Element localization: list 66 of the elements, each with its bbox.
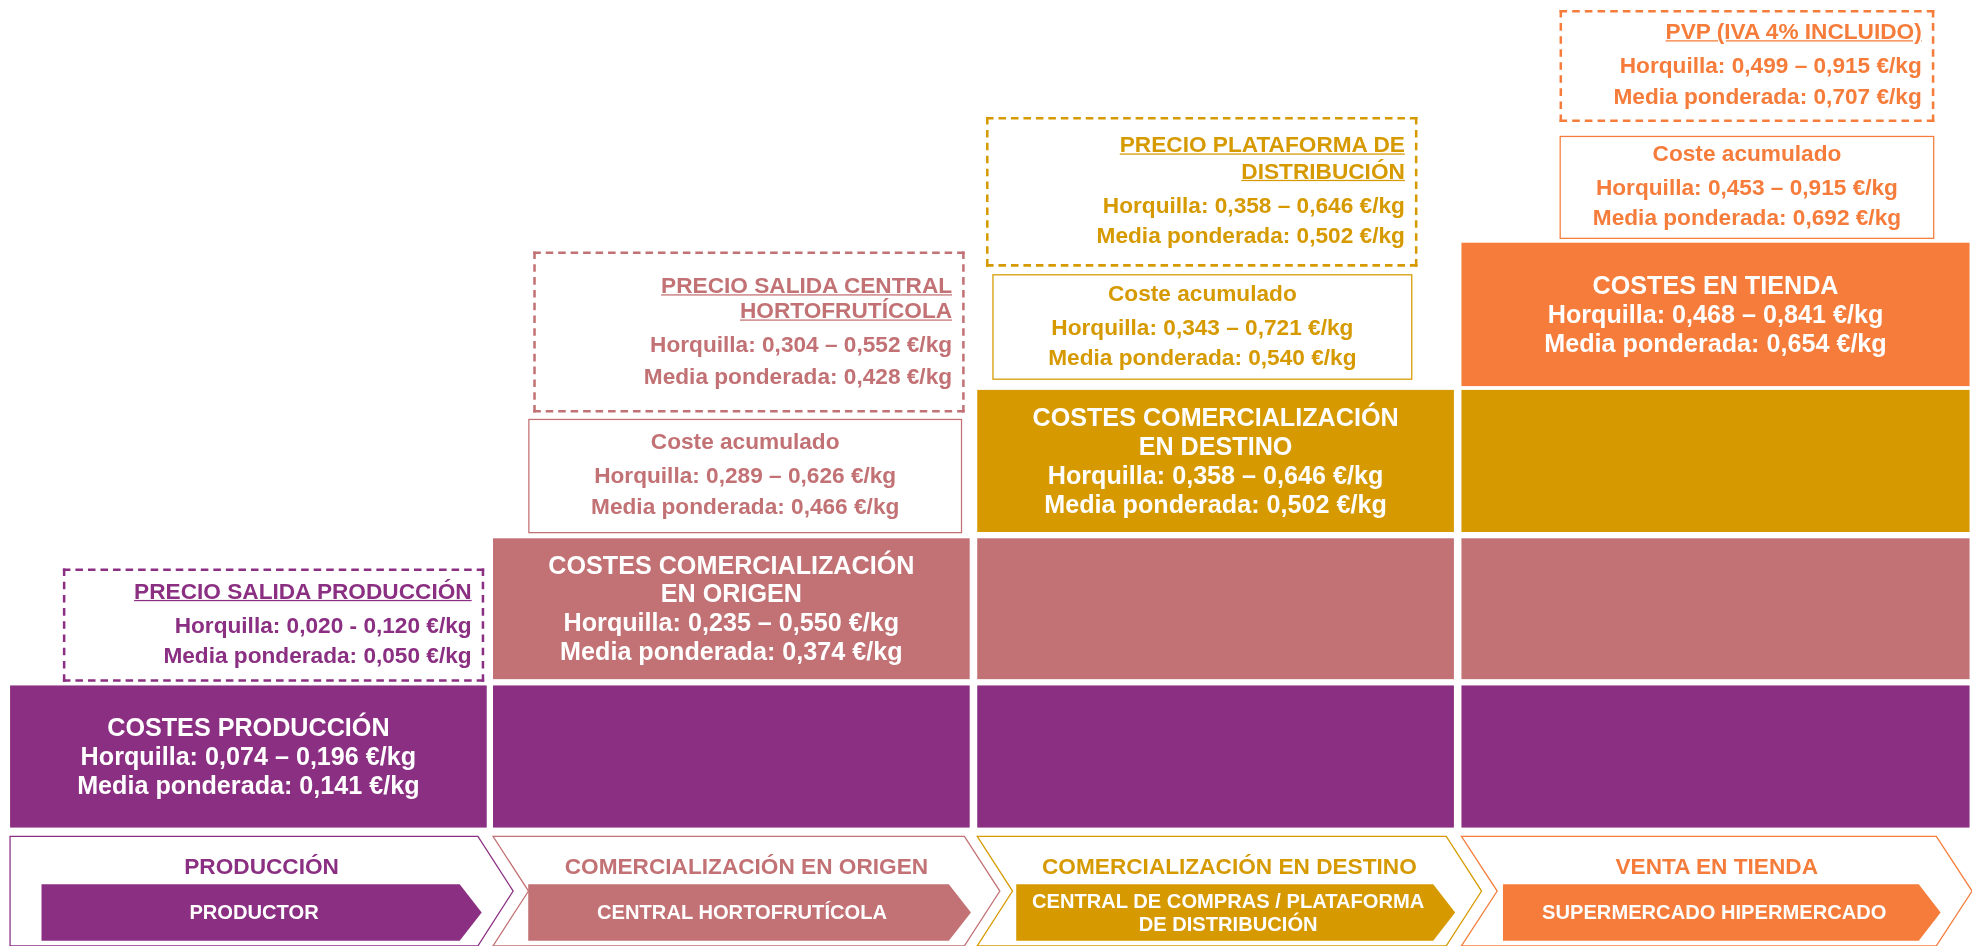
price-box [1559, 10, 1935, 122]
weighted-average: Media ponderada: 0,502 €/kg [1095, 222, 1405, 249]
accumulated-cost-box [528, 418, 963, 534]
cost-block [1461, 685, 1970, 828]
price-range: Horquilla: 0,020 - 0,120 €/kg [173, 612, 472, 639]
cost-block [977, 538, 1454, 680]
actor-banner [528, 884, 971, 941]
stage-title: COMERCIALIZACIÓN EN ORIGEN [563, 854, 930, 880]
box-heading: Coste acumulado [649, 429, 841, 456]
cost-block [493, 685, 970, 828]
box-heading: COSTES EN TIENDA [1591, 271, 1840, 300]
box-heading: Coste acumulado [1107, 280, 1298, 307]
weighted-average: Media ponderada: 0,374 €/kg [559, 637, 904, 667]
price-range: Horquilla: 0,453 – 0,915 €/kg [1594, 174, 1899, 201]
stage-title: COMERCIALIZACIÓN EN DESTINO [1041, 854, 1418, 880]
weighted-average: Media ponderada: 0,654 €/kg [1543, 328, 1888, 358]
stage-actor: SUPERMERCADO HIPERMERCADO [1541, 901, 1888, 924]
stage-actor: PRODUCTOR [188, 901, 320, 924]
box-heading: COSTES PRODUCCIÓN [106, 713, 391, 743]
stage-panel [10, 836, 514, 946]
weighted-average: Media ponderada: 0,707 €/kg [1612, 84, 1922, 111]
stage-title: PRODUCCIÓN [183, 854, 340, 880]
actor-banner [1016, 884, 1456, 941]
stage-title: VENTA EN TIENDA [1614, 854, 1819, 880]
price-box [533, 251, 965, 413]
weighted-average: Media ponderada: 0,050 €/kg [162, 643, 472, 670]
price-range: Horquilla: 0,235 – 0,550 €/kg [562, 608, 901, 638]
weighted-average: Media ponderada: 0,692 €/kg [1591, 205, 1903, 232]
price-range: Horquilla: 0,074 – 0,196 €/kg [79, 742, 418, 771]
weighted-average: Media ponderada: 0,141 €/kg [76, 770, 421, 800]
accumulated-cost-box [1559, 135, 1935, 239]
price-range: Horquilla: 0,289 – 0,626 €/kg [593, 463, 898, 490]
box-heading: PRECIO PLATAFORMA DE DISTRIBUCIÓN [1118, 132, 1405, 185]
stage-panel [977, 836, 1482, 946]
price-range: Horquilla: 0,358 – 0,646 €/kg [1101, 191, 1405, 218]
price-range: Horquilla: 0,343 – 0,721 €/kg [1050, 314, 1355, 340]
cost-block [493, 538, 970, 680]
price-range: Horquilla: 0,304 – 0,552 €/kg [649, 332, 953, 359]
stage-actor: CENTRAL DE COMPRAS / PLATAFORMA DE DISTRIBUCIÓN [1030, 890, 1426, 935]
stage-panel [493, 836, 1000, 946]
cost-block [1461, 538, 1970, 680]
cost-block [977, 685, 1454, 828]
weighted-average: Media ponderada: 0,540 €/kg [1047, 345, 1358, 372]
stage-panel [1461, 836, 1972, 946]
price-box [986, 116, 1418, 267]
cost-block [10, 685, 487, 828]
price-range: Horquilla: 0,499 – 0,915 €/kg [1618, 53, 1922, 80]
actor-banner [1502, 884, 1941, 941]
box-heading: COSTES COMERCIALIZACIÓN EN DESTINO [1031, 403, 1400, 461]
box-heading: COSTES COMERCIALIZACIÓN EN ORIGEN [547, 550, 916, 609]
cost-block [1461, 242, 1970, 387]
accumulated-cost-box [992, 274, 1413, 380]
box-heading: Coste acumulado [1651, 140, 1843, 167]
cost-block [977, 389, 1454, 532]
weighted-average: Media ponderada: 0,502 €/kg [1043, 489, 1388, 519]
weighted-average: Media ponderada: 0,428 €/kg [642, 363, 953, 390]
box-heading: PVP (IVA 4% INCLUIDO) [1664, 19, 1922, 46]
box-heading: PRECIO SALIDA CENTRAL HORTOFRUTÍCOLA [660, 272, 953, 325]
cost-block [1461, 389, 1970, 532]
price-box [62, 568, 485, 682]
price-range: Horquilla: 0,468 – 0,841 €/kg [1546, 299, 1885, 329]
stage-actor: CENTRAL HORTOFRUTÍCOLA [596, 901, 888, 924]
box-heading: PRECIO SALIDA PRODUCCIÓN [133, 578, 472, 605]
actor-banner [41, 884, 482, 941]
weighted-average: Media ponderada: 0,466 €/kg [590, 494, 901, 521]
price-range: Horquilla: 0,358 – 0,646 €/kg [1046, 460, 1385, 490]
